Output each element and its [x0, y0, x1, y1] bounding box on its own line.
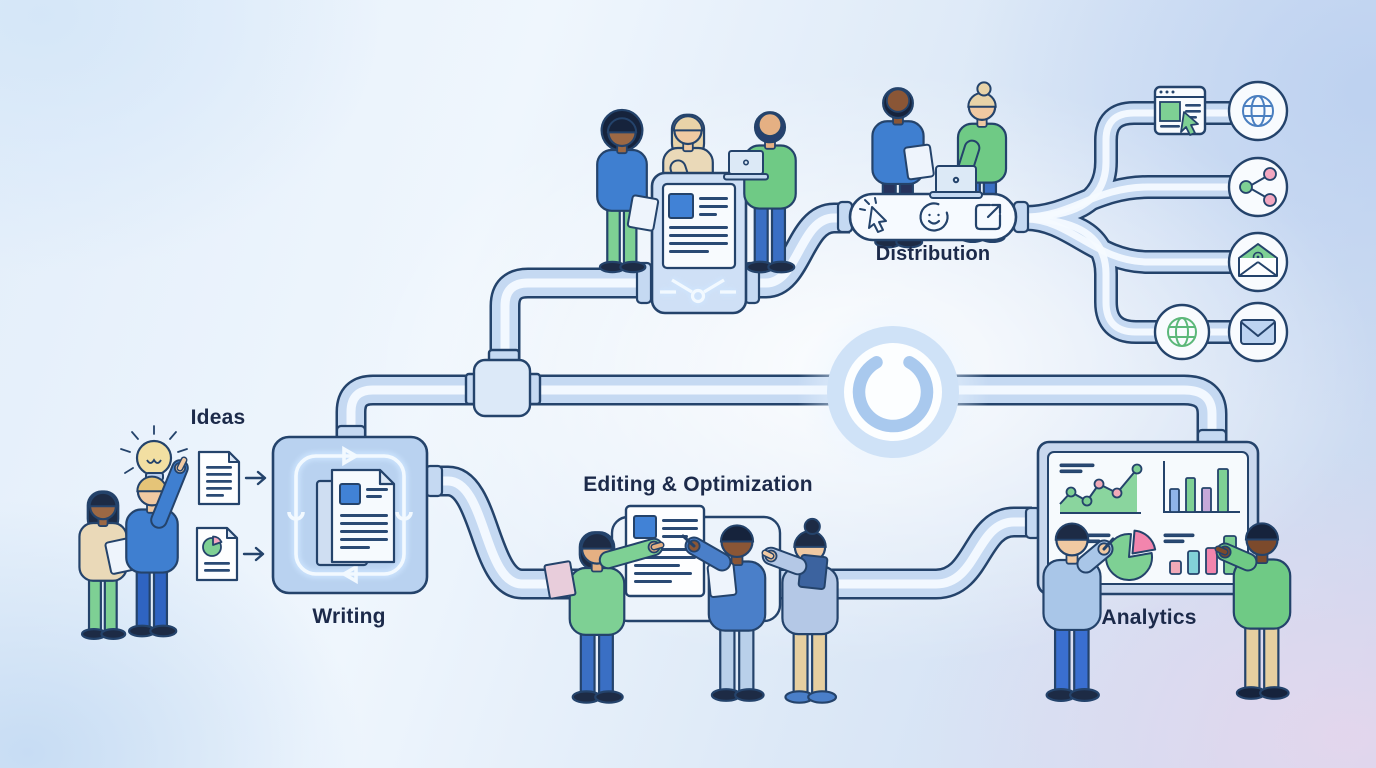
envelope-icon — [1227, 301, 1289, 363]
dashboard-charts — [1059, 461, 1240, 581]
globe-green-icon — [1153, 303, 1211, 361]
cursor-click-icon — [859, 197, 887, 233]
draft-man-laptop-figure — [723, 111, 797, 274]
stage-label-analytics: Analytics — [1101, 606, 1197, 629]
stage-label-distribution: Distribution — [875, 243, 991, 265]
sync-ring-icon — [797, 296, 989, 488]
people-front — [78, 108, 1292, 704]
branch-glyph-icon — [660, 278, 736, 304]
tablet-icon — [626, 194, 660, 232]
arrow-right-icon — [242, 546, 265, 562]
text-doc-icon — [197, 450, 241, 506]
laptop-icon — [723, 150, 769, 181]
edit-man-tablet-figure — [681, 524, 767, 702]
arrow-right-icon — [244, 470, 267, 486]
ideas-man-figure — [125, 456, 189, 638]
writing-loop-icon — [287, 445, 413, 585]
draft-woman-tablet-figure — [596, 108, 660, 274]
ideas-woman-figure — [78, 490, 138, 640]
smiley-loop-icon — [919, 202, 949, 232]
share-network-icon — [1227, 156, 1289, 218]
laptop-icon — [929, 165, 983, 199]
ideas-props — [120, 425, 267, 582]
globe-icon — [1227, 80, 1289, 142]
channel-icons — [1153, 80, 1289, 363]
tablet-icon — [903, 143, 935, 181]
edit-woman-green-figure — [543, 531, 665, 704]
writing-stage-box — [271, 424, 444, 595]
draft-card — [635, 171, 761, 315]
stage-label-editing: Editing & Optimization — [583, 473, 813, 496]
edit-woman-tan-figure — [761, 517, 839, 704]
writing-docs-icon — [315, 468, 396, 567]
stage-label-ideas: Ideas — [190, 406, 246, 429]
folder-icon — [543, 560, 577, 600]
browser-icon — [1153, 85, 1207, 136]
mail-open-icon — [1227, 231, 1289, 293]
analytics-man-left-figure — [1042, 522, 1115, 702]
distribution-pill — [836, 165, 1030, 242]
external-link-icon — [974, 203, 1002, 231]
chart-doc-icon — [195, 526, 239, 582]
analytics-man-right-figure — [1214, 522, 1292, 700]
pipe-junction — [464, 348, 542, 418]
stage-label-writing: Writing — [312, 605, 386, 628]
